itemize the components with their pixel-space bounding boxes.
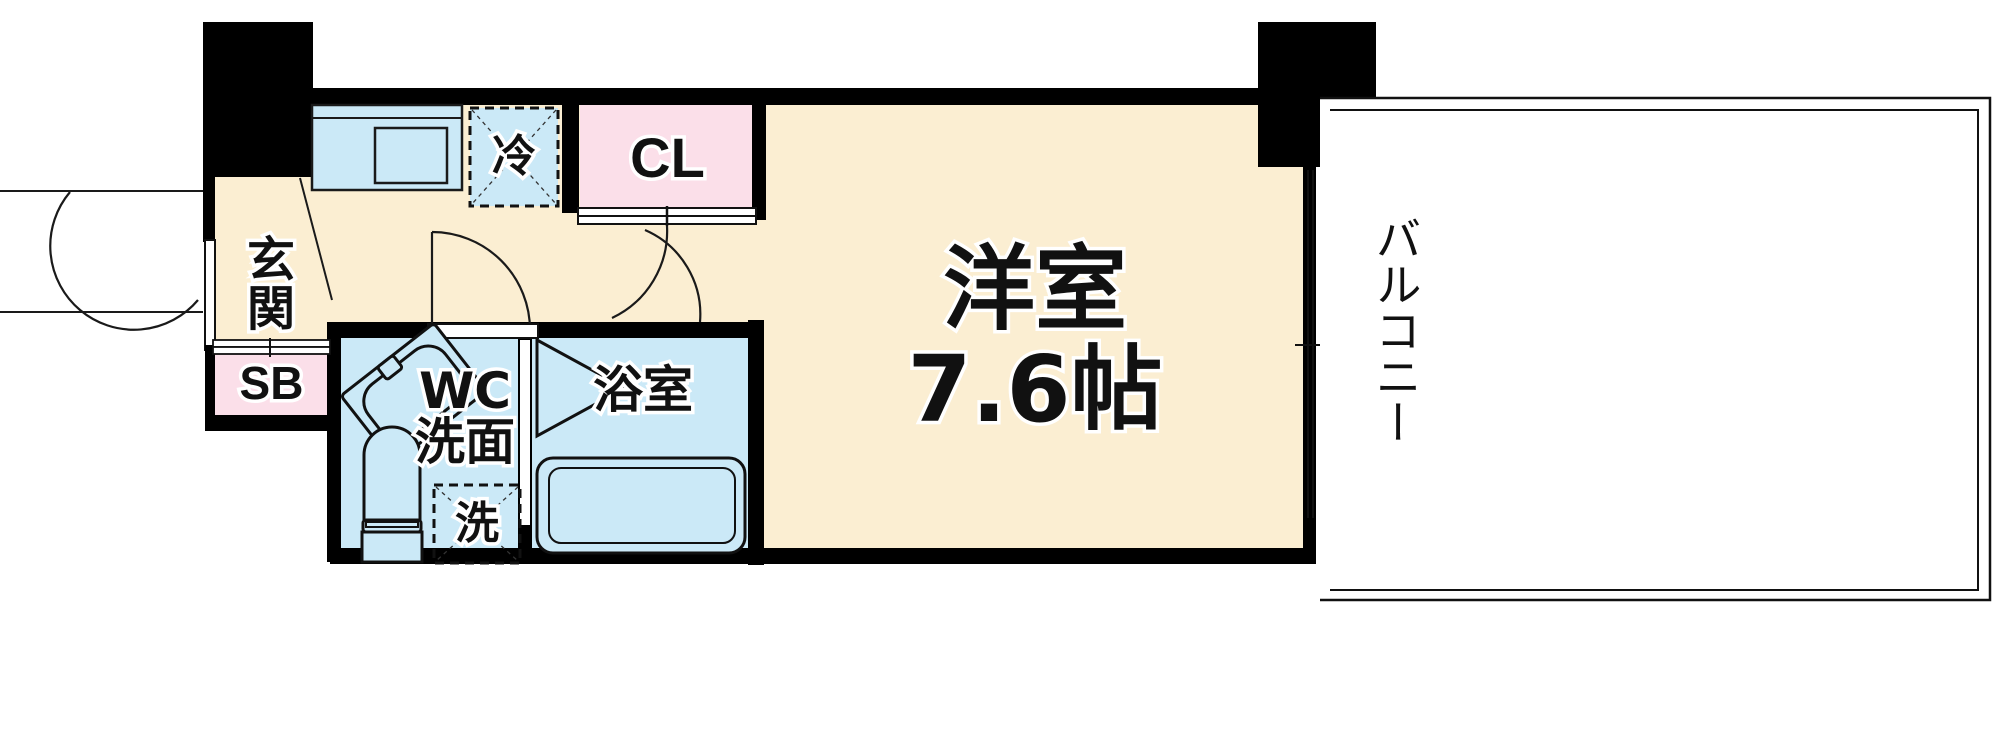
washer-x2	[435, 486, 519, 562]
entrance-floor	[215, 175, 330, 345]
wall-top-main	[313, 88, 758, 105]
bathroom-door-arrow	[535, 337, 629, 439]
washer-x1	[435, 486, 519, 562]
shoebox-door-panel2	[212, 346, 331, 355]
hall-door-arc-1	[431, 230, 532, 331]
refrigerator-x1	[471, 109, 557, 205]
wall-cl-right	[752, 95, 766, 220]
kitchen-counter-outline	[310, 103, 464, 192]
refrigerator-box	[468, 106, 560, 208]
wall-main-room-right-b	[1303, 516, 1316, 564]
kitchen-sink-basin	[373, 126, 449, 185]
hall-door-arc-2	[611, 225, 669, 319]
toilet-icon	[360, 425, 424, 564]
hall-door-arc-3	[644, 228, 702, 323]
shoe-box-fill	[213, 350, 330, 418]
wall-cl-left	[562, 95, 579, 213]
refrigerator-x2	[471, 109, 557, 205]
washer-box	[432, 483, 522, 565]
wall-main-room-left	[748, 320, 764, 565]
entrance-door-arc	[49, 191, 199, 331]
shoebox-door-panel	[212, 339, 331, 348]
wall-entrance-left-2	[204, 239, 216, 351]
wall-wb-white	[520, 340, 530, 525]
wall-washroom-left	[327, 322, 341, 562]
washbasin-icon	[341, 323, 487, 464]
entrance-step-line	[299, 177, 333, 301]
main-room-floor-2	[755, 98, 1313, 558]
closet-fill	[580, 105, 755, 210]
wall-shoebox-left	[205, 345, 215, 423]
wall-entrance-left	[203, 175, 215, 242]
wall-top-main-2	[758, 88, 1263, 105]
wall-bottom	[330, 548, 1315, 564]
wall-washroom-top	[327, 322, 755, 338]
wall-main-room-right	[1303, 98, 1316, 538]
wall-below-shoebox	[205, 415, 333, 431]
balcony-outline	[1320, 96, 1992, 602]
wall-block-top-left	[203, 22, 313, 177]
bathtub-inner	[548, 467, 736, 544]
balcony-inner-line	[1330, 109, 1979, 591]
